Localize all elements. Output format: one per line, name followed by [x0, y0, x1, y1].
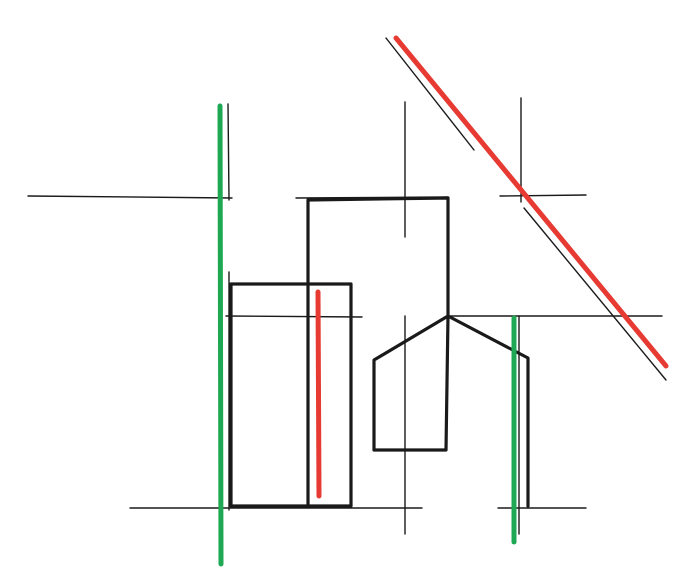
construction-lines [27, 37, 667, 535]
highlight-strokes [217, 35, 669, 567]
red-highlight-vertical [315, 289, 322, 499]
right-pentagon-outline [446, 314, 530, 508]
construction-line-diagonal-upper [385, 37, 475, 151]
outline-shapes [229, 196, 530, 508]
red-highlight-diagonal [393, 35, 669, 369]
left-rectangle-outline [229, 282, 353, 508]
construction-line-diagonal-lower [523, 207, 667, 381]
construction-line-middle-left [225, 315, 363, 318]
tall-rectangle-outline [306, 196, 450, 452]
green-highlight-left [217, 103, 224, 567]
construction-line-top-left [27, 195, 233, 199]
construction-line-top-right [499, 194, 587, 197]
construction-line-vertical-left [227, 103, 230, 201]
